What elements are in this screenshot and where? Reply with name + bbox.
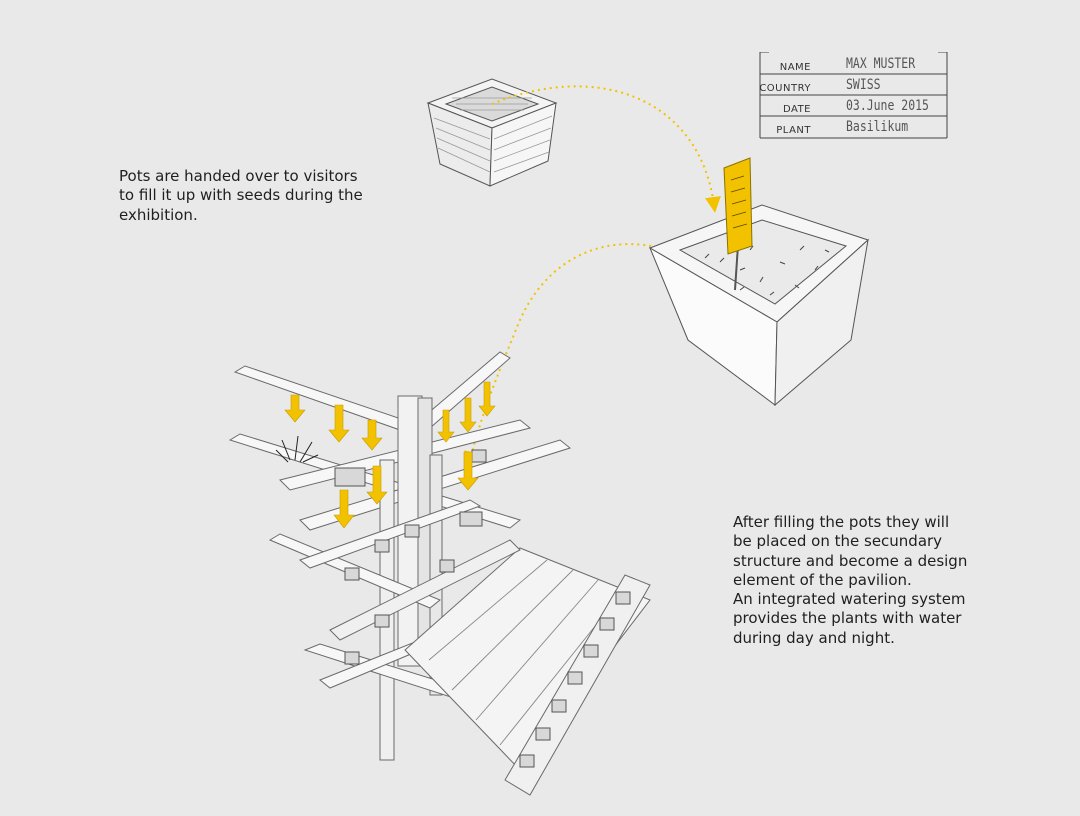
label-row-date: DATE 03.June 2015 [757,98,951,118]
label-value: SWISS [846,77,881,93]
caption-pots-handed-over: Pots are handed over to visitors to fill… [119,167,363,224]
plant-label-card: NAME MAX MUSTER COUNTRY SWISS DATE 03.Ju… [757,52,951,140]
label-value: 03.June 2015 [846,98,929,114]
label-value: Basilikum [846,119,909,135]
label-row-country: COUNTRY SWISS [757,77,951,97]
label-key: COUNTRY [759,83,811,94]
label-row-name: NAME MAX MUSTER [757,56,951,76]
empty-pot-illustration [426,78,558,187]
label-value: MAX MUSTER [846,56,916,72]
placement-arrows [284,381,496,529]
transfer-arrows [464,85,736,468]
label-key: PLANT [776,125,811,136]
pavilion-structure [228,351,651,796]
label-key: DATE [782,104,811,115]
plant-tag [723,157,753,291]
label-key: NAME [779,62,811,73]
caption-pots-placed-on-structure: After filling the pots they will be plac… [733,513,968,647]
filled-pot-illustration [648,157,869,407]
label-row-plant: PLANT Basilikum [757,119,951,139]
label-card-frame [759,52,948,139]
